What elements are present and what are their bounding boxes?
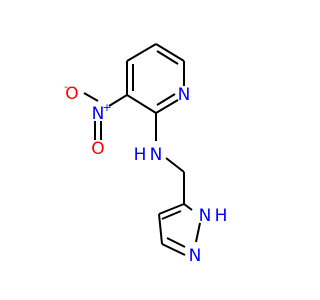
pyrazole-nh-hydrogen-label: H (215, 206, 228, 226)
nitro-minus-charge-label: - (64, 80, 68, 93)
bond-pyridine-c2-c3 (126, 94, 157, 114)
bond-pyrazole-c4-c5 (158, 213, 163, 245)
bond-pyrazole-c3-c4-inner (161, 210, 182, 220)
bond-pyrazole-c3-c4 (158, 203, 185, 215)
bond-c3-nitro-n (108, 94, 128, 107)
nitro-oxygen-top-label: O (65, 84, 78, 104)
bond-pyrazole-c5-n1 (161, 243, 186, 256)
structure-drawing: N N H N + O - O N H N (64, 43, 228, 266)
bond-nitro-n-o-top (83, 92, 99, 102)
bond-pyridine-c5-c6-inner (156, 50, 179, 65)
nitro-oxygen-left-label: O (91, 139, 104, 159)
bond-pyrazole-c5-n1-inner (166, 237, 186, 248)
amine-hydrogen-label: H (134, 145, 147, 165)
bond-pyrazole-n2-c3 (183, 203, 193, 211)
nitro-plus-charge-label: + (102, 101, 111, 114)
amine-nitrogen-label: N (150, 145, 163, 165)
pyrazole-nh-nitrogen-label: N (199, 206, 212, 226)
pyrazole-nitrogen-label: N (189, 246, 202, 266)
molecule-canvas: N N H N + O - O N H N (64, 43, 228, 266)
bond-pyridine-n1-c2 (155, 99, 179, 114)
bond-pyridine-c5-c6 (155, 43, 185, 62)
pyridine-nitrogen-label: N (178, 85, 191, 105)
bond-pyridine-c4-c5 (126, 43, 157, 62)
bond-pyridine-n1-c2-inner (156, 93, 176, 106)
nitro-nitrogen-label: N (92, 104, 105, 124)
bond-pyrazole-n1-n2 (195, 222, 201, 243)
bond-amine-n-ch2 (165, 157, 185, 173)
